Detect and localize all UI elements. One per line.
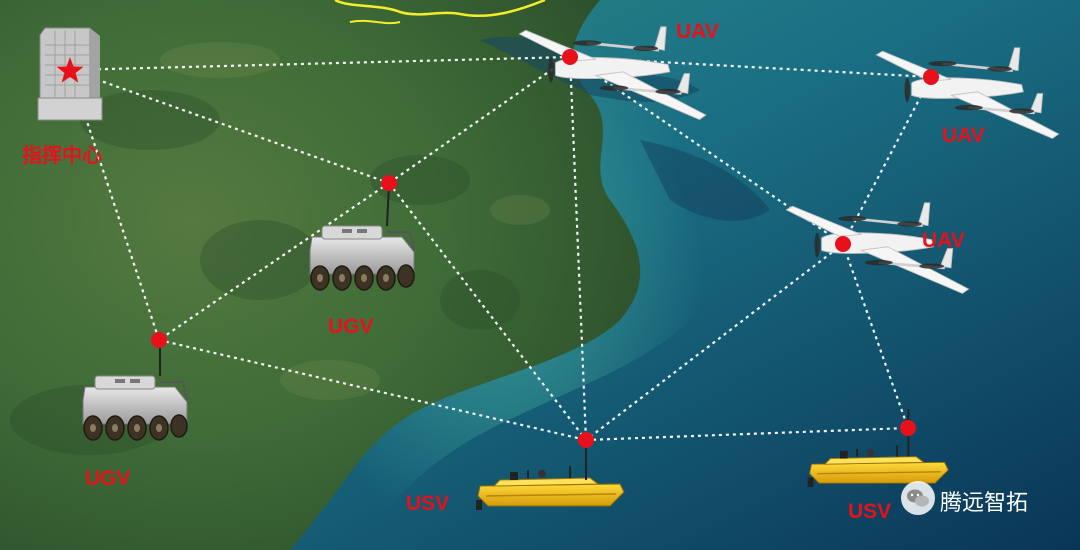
red-star-icon [56, 57, 84, 83]
label-command-center: 指挥中心 [22, 143, 102, 167]
link-uav1-uav2 [569, 55, 932, 79]
wechat-icon [901, 481, 935, 515]
node-ugv-1 [151, 332, 167, 348]
watermark: 腾远智拓 [901, 481, 1028, 516]
label-uav-1: UAV [676, 20, 719, 43]
border-line [334, 0, 546, 18]
node-uav-3 [835, 236, 851, 252]
node-ugv-2 [381, 175, 397, 191]
label-usv-2: USV [848, 500, 891, 523]
link-uav3-usv1 [585, 243, 844, 441]
ugv-2-vehicle-icon [309, 183, 415, 291]
node-uav-2 [923, 69, 939, 85]
link-ugv1-usv1 [158, 338, 587, 442]
label-uav-2: UAV [942, 124, 985, 147]
node-dots [151, 49, 939, 448]
label-usv-1: USV [406, 492, 449, 515]
link-uav1-ugv2 [388, 56, 571, 184]
label-uav-3: UAV [922, 229, 965, 252]
link-uav3-usv2 [841, 243, 910, 429]
link-ugv2-usv1 [388, 182, 587, 441]
node-usv-1 [578, 432, 594, 448]
command-center-building-icon [37, 27, 103, 121]
node-uav-1 [562, 49, 578, 65]
link-ugv2-ugv1 [158, 182, 390, 341]
link-cc-ugv2 [69, 68, 390, 185]
link-cc-ugv1 [68, 69, 161, 341]
label-ugv-1: UGV [85, 467, 131, 490]
link-usv1-usv2 [585, 426, 909, 442]
label-ugv-2: UGV [328, 315, 374, 338]
link-uav1-usv1 [568, 56, 588, 441]
watermark-text: 腾远智拓 [940, 491, 1028, 516]
node-usv-2 [900, 420, 916, 436]
